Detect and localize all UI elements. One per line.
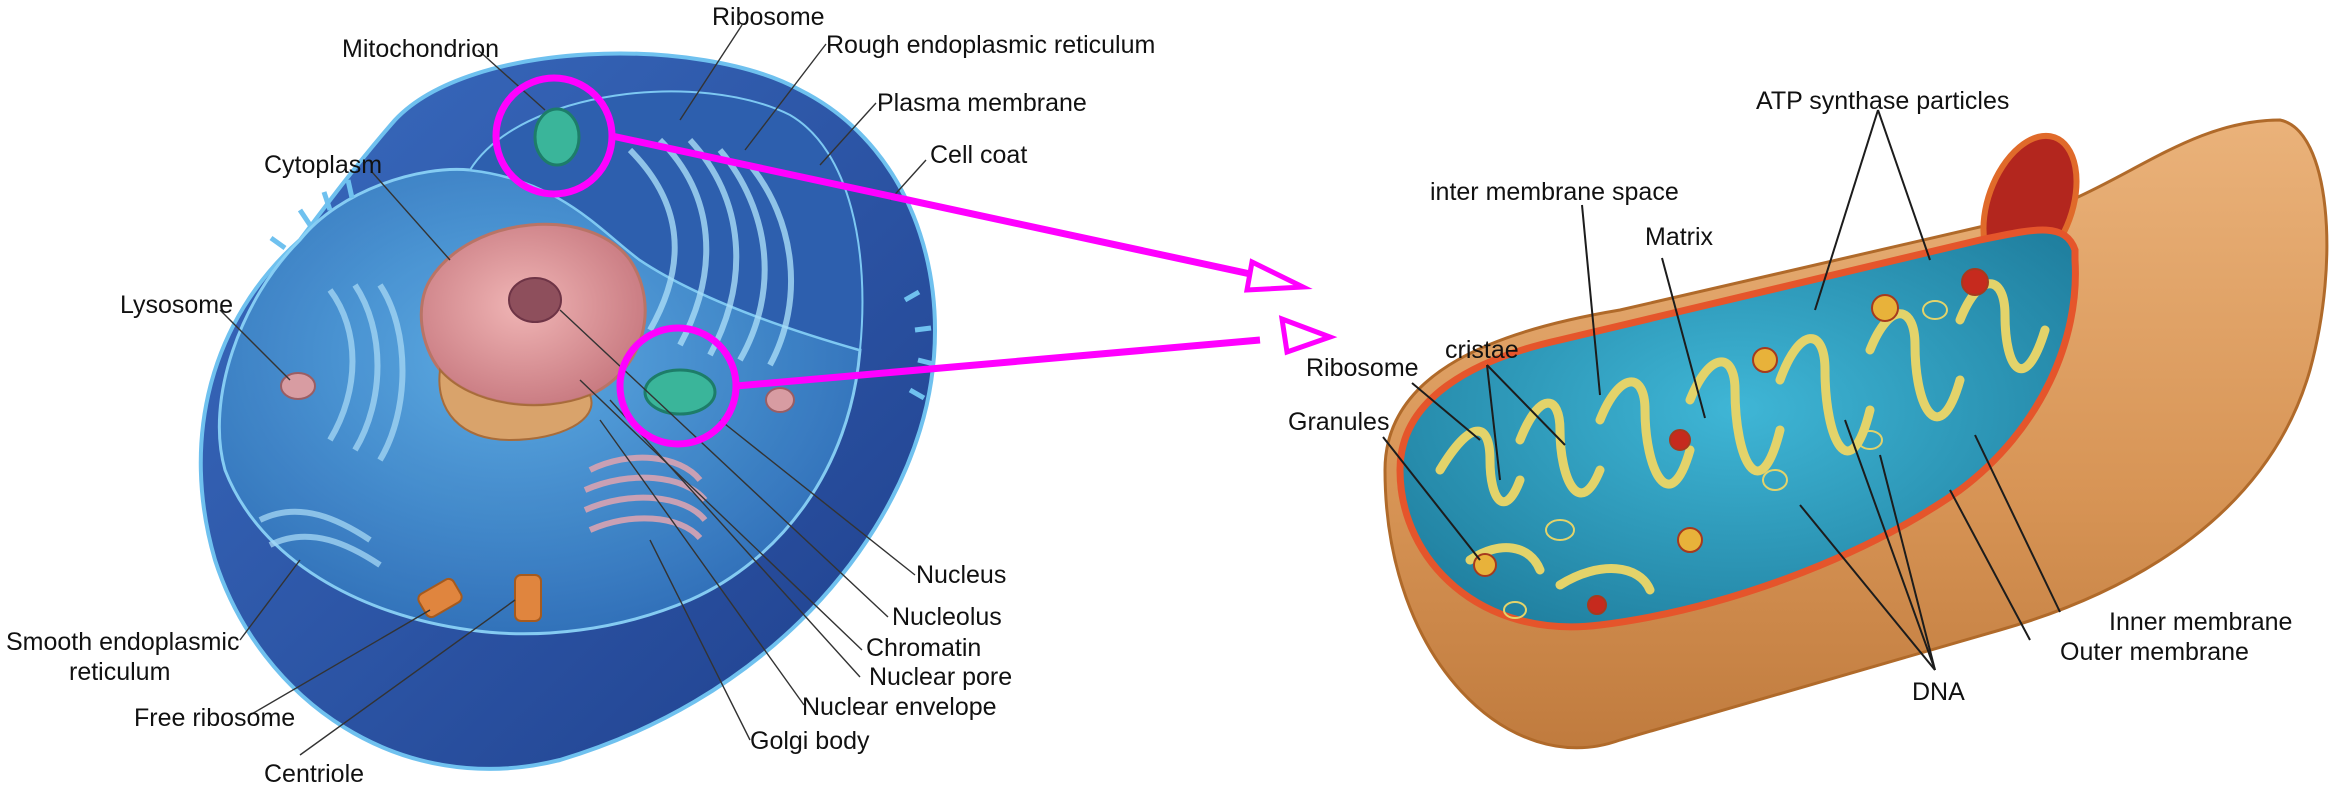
lysosome-illustration-2: [766, 388, 794, 412]
label-chromatin: Chromatin: [866, 634, 981, 662]
arrow-bottom-head: [1282, 319, 1330, 352]
cell-mitochondrion-bottom: [645, 370, 715, 414]
label-cytoplasm: Cytoplasm: [264, 151, 382, 179]
label-free-ribosome: Free ribosome: [134, 704, 295, 732]
arrow-top-head: [1247, 262, 1303, 290]
label-cristae: cristae: [1445, 336, 1519, 364]
label-outer-membrane: Outer membrane: [2060, 638, 2249, 666]
cell-mitochondrion-top: [535, 109, 579, 165]
label-inner-membrane: Inner membrane: [2109, 608, 2292, 636]
label-mito-ribosome: Ribosome: [1306, 354, 1419, 382]
label-smooth-er-line2: reticulum: [69, 658, 170, 686]
label-dna: DNA: [1912, 678, 1965, 706]
label-nucleus: Nucleus: [916, 561, 1006, 589]
nucleolus-illustration: [509, 278, 561, 322]
label-atp-synthase: ATP synthase particles: [1756, 87, 2009, 115]
label-lysosome: Lysosome: [120, 291, 233, 319]
label-ribosome: Ribosome: [712, 3, 825, 31]
label-nucleolus: Nucleolus: [892, 603, 1002, 631]
label-plasma-membrane: Plasma membrane: [877, 89, 1087, 117]
label-nuclear-envelope: Nuclear envelope: [802, 693, 997, 721]
label-granules: Granules: [1288, 408, 1389, 436]
label-nuclear-pore: Nuclear pore: [869, 663, 1012, 691]
label-mitochondrion: Mitochondrion: [342, 35, 499, 63]
label-centriole: Centriole: [264, 760, 364, 788]
label-smooth-er-line1: Smooth endoplasmic: [6, 628, 239, 656]
label-golgi-body: Golgi body: [750, 727, 870, 755]
label-matrix: Matrix: [1645, 223, 1714, 251]
label-rough-er: Rough endoplasmic reticulum: [826, 31, 1155, 59]
label-cell-coat: Cell coat: [930, 141, 1027, 169]
label-inter-membrane-space: inter membrane space: [1430, 178, 1679, 206]
